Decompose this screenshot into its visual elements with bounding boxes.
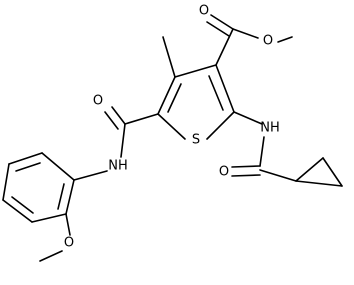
bond-ar4-ar5 [2, 199, 33, 223]
bond-co-c-o-double-a [231, 165, 261, 168]
bond-c3-c2-inner [208, 75, 224, 111]
bond-ar3-ar4 [2, 163, 10, 201]
bond-ar5-ar6 [31, 213, 67, 223]
bond-c2-nh [233, 111, 263, 125]
bond-cp3-cp1 [295, 180, 343, 187]
atom-amide-carbonyl-o: O [93, 94, 103, 109]
atom-ester-carbonyl-o: O [199, 4, 209, 19]
bond-s-c5 [157, 113, 186, 140]
atom-ester-ether-o: O [263, 34, 273, 49]
bond-cp1-cp2 [295, 157, 324, 182]
bond-ar6-ar1-inner [57, 183, 65, 210]
bond-c5-c4 [157, 76, 176, 115]
bond-c4-c3 [174, 64, 217, 78]
bond-amide-c-o-double-b [104, 111, 119, 130]
bonds [2, 14, 343, 262]
bond-ar4-ar5-inner [11, 196, 34, 214]
bond-ester-c-o-double-b [206, 21, 230, 37]
bond-cp2-cp3 [322, 157, 343, 187]
bond-ester-c-o-single [232, 28, 259, 39]
bond-c4-methyl [162, 36, 176, 78]
bond-co-c-cyclopropyl [259, 169, 297, 182]
atom-cyclopropyl-carbonyl-o: O [219, 165, 229, 180]
bond-ester-o-methyl [277, 36, 293, 43]
bond-c3-ester-c [215, 28, 234, 66]
atom-thiophene-s: S [192, 133, 200, 148]
bond-ar2-ar3-inner [15, 162, 41, 172]
atom-cyclopropyl-nh: NH [260, 121, 280, 136]
bond-amide-n-aryl [73, 170, 108, 181]
bond-c5-c4-inner [167, 83, 182, 113]
atom-methoxy-o: O [64, 236, 74, 251]
bond-amide-c-n [120, 123, 126, 158]
bond-ester-c-o-double-a [210, 14, 234, 30]
bond-c5-amide-c [124, 113, 159, 125]
bond-nh-co-c [259, 136, 265, 167]
bond-c3-c2 [215, 64, 235, 113]
bond-ar6-methoxy-o [65, 213, 71, 236]
bond-methoxy-o-methyl [39, 250, 63, 262]
bond-ar6-ar1 [65, 179, 75, 215]
bond-amide-c-o-double-a [111, 106, 126, 125]
atom-amide-nh: NH [108, 159, 128, 174]
atom-labels: O O S O NH NH O O [64, 4, 280, 251]
bond-ar1-ar2 [41, 152, 75, 181]
bond-ar2-ar3 [8, 152, 43, 165]
bond-co-c-o-double-b [231, 174, 261, 177]
bond-c2-s [206, 111, 235, 140]
